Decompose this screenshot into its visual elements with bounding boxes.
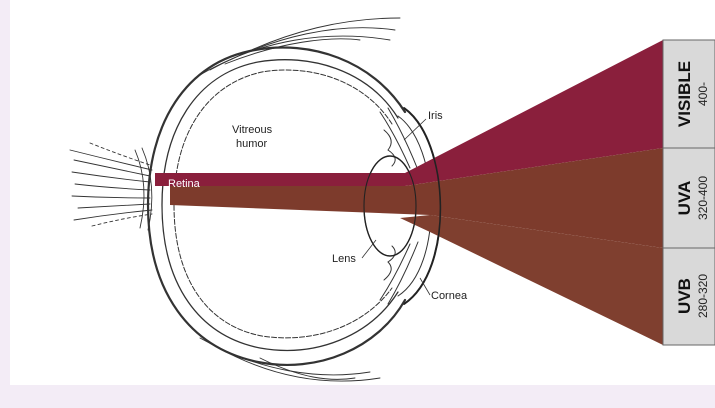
band-uva-range: 320-400 bbox=[696, 176, 710, 220]
label-vitreous-line1: Vitreous bbox=[232, 124, 273, 136]
band-uvb-range: 280-320 bbox=[696, 274, 710, 318]
band-visible-range: 400- bbox=[696, 82, 710, 106]
band-uva-name: UVA bbox=[675, 181, 694, 216]
label-cornea: Cornea bbox=[431, 290, 468, 302]
label-vitreous-line2: humor bbox=[236, 138, 268, 150]
label-retina: Retina bbox=[168, 178, 201, 190]
label-iris: Iris bbox=[428, 110, 443, 122]
band-visible-name: VISIBLE bbox=[675, 61, 694, 127]
spectrum-legend: VISIBLE 400- UVA 320-400 UVB 280-320 bbox=[663, 40, 715, 345]
label-lens: Lens bbox=[332, 253, 356, 265]
band-uvb: UVB 280-320 bbox=[675, 274, 710, 318]
band-uva: UVA 320-400 bbox=[675, 176, 710, 220]
band-uvb-name: UVB bbox=[675, 278, 694, 314]
